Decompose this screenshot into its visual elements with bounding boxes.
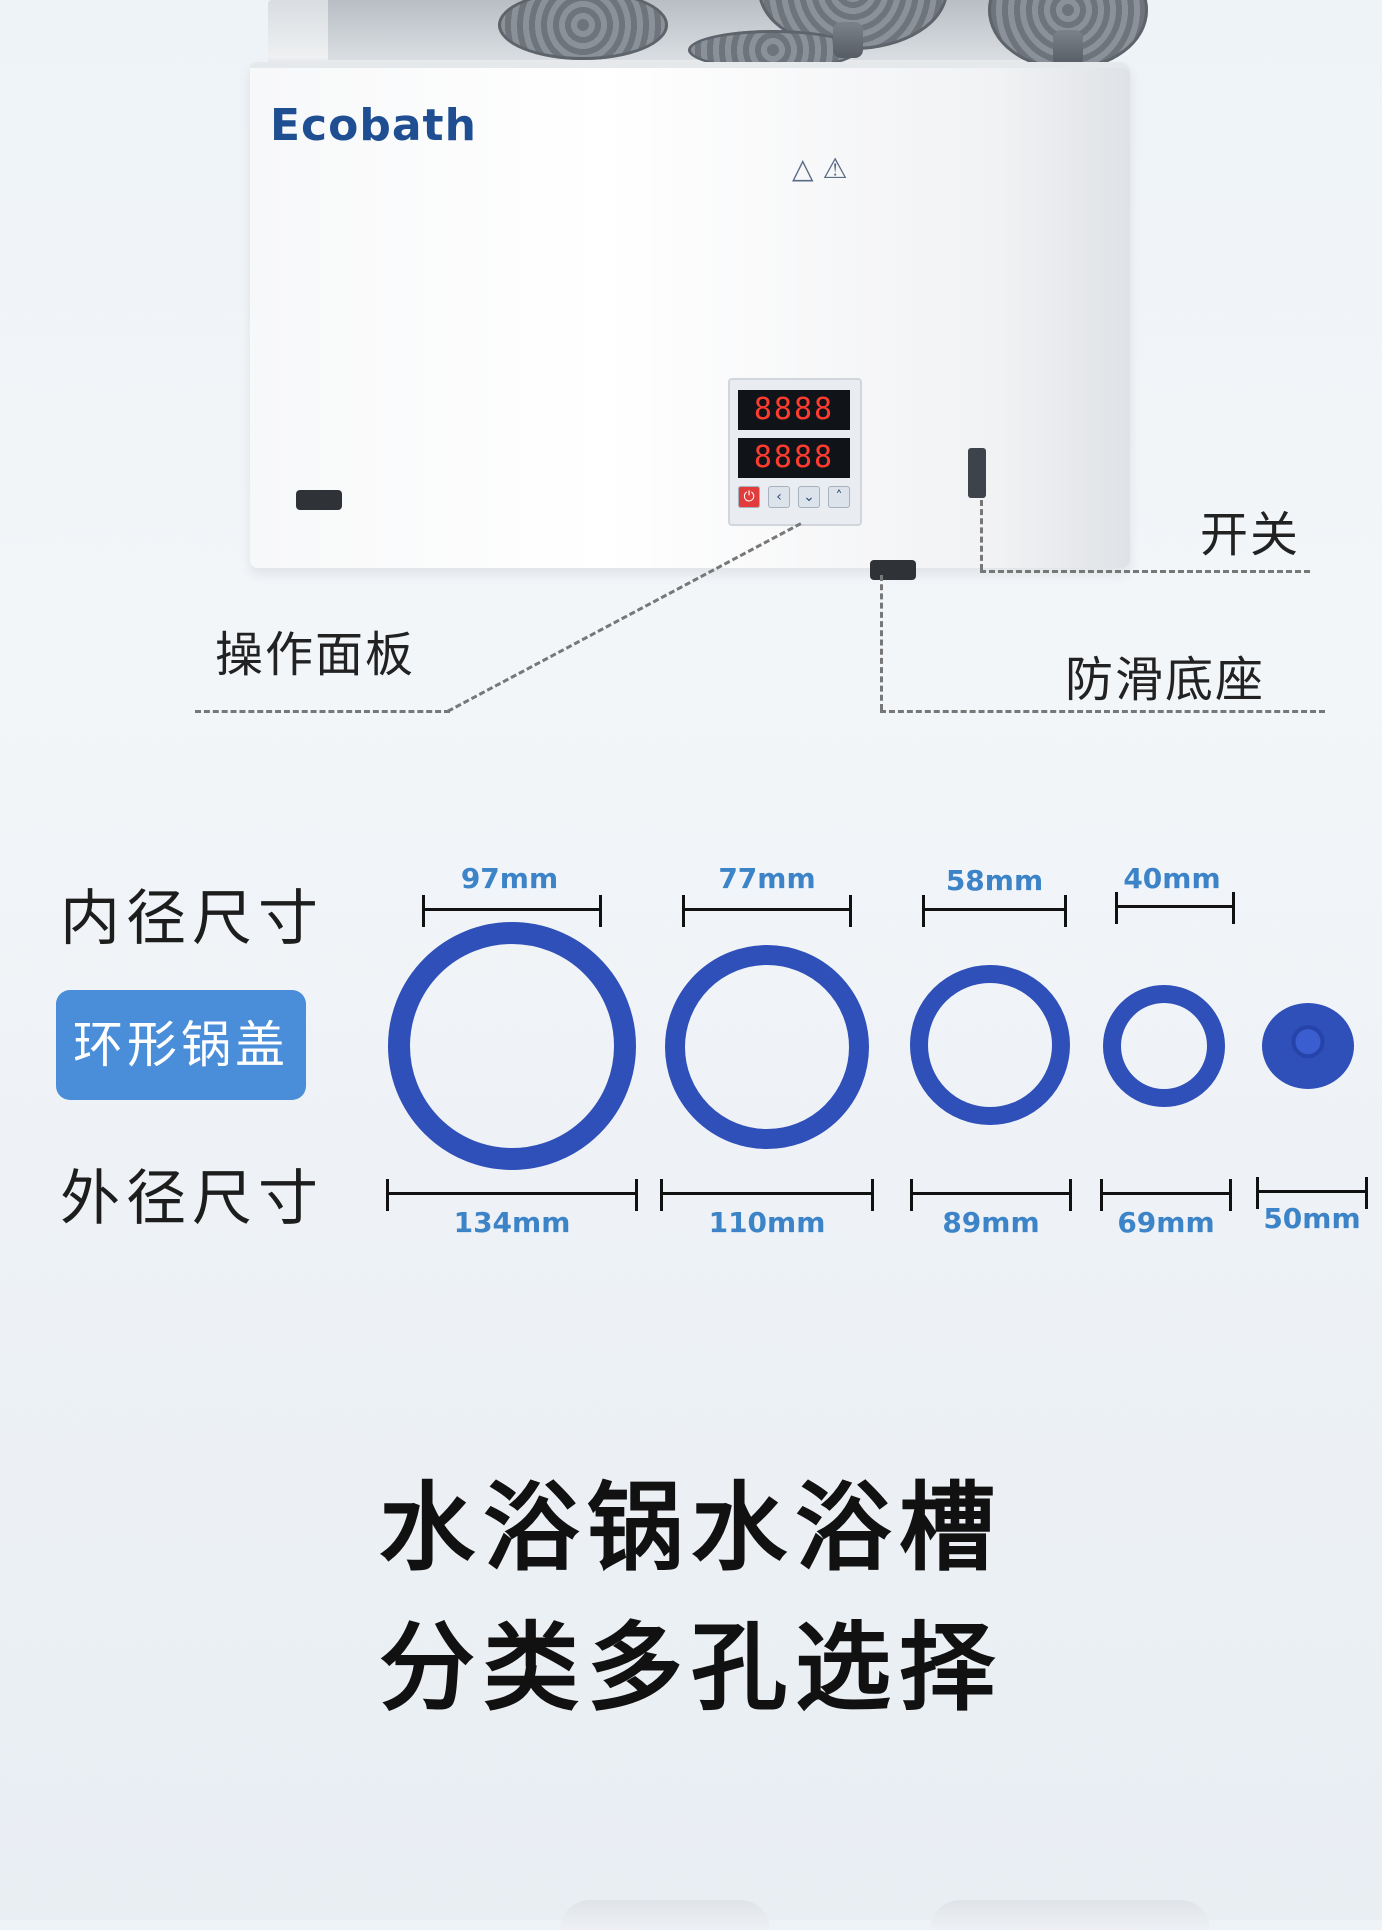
leader-line <box>980 500 983 570</box>
power-switch[interactable] <box>968 448 986 498</box>
inner-size-text: 97mm <box>460 862 559 895</box>
outer-size-text: 69mm <box>1117 1206 1215 1239</box>
down-arrow-button[interactable]: ⌄ <box>798 486 820 508</box>
lid-knob <box>833 22 863 58</box>
anti-slip-foot <box>296 490 342 510</box>
outer-size-text: 110mm <box>708 1206 826 1239</box>
leader-line <box>980 570 1310 573</box>
ring-lid-4 <box>1103 985 1225 1107</box>
display-bottom: 8888 <box>738 438 850 478</box>
up-arrow-button[interactable]: ˄ <box>828 486 850 508</box>
control-panel: 8888 8888 ⏻ ‹ ⌄ ˄ <box>728 378 862 526</box>
headline-line-1: 水浴锅水浴槽 <box>379 1472 1003 1584</box>
ring-lid-2 <box>665 945 869 1149</box>
hot-surface-icon: △ <box>792 152 814 185</box>
inner-dimension-bar <box>422 895 602 927</box>
left-arrow-button[interactable]: ‹ <box>768 486 790 508</box>
product-image-peek <box>560 1900 770 1930</box>
warning-icon: ⚠ <box>822 152 848 185</box>
inner-size-text: 58mm <box>945 864 1044 897</box>
leader-line <box>880 710 1325 713</box>
leader-line <box>195 710 450 713</box>
outer-dimension-bar <box>660 1179 874 1211</box>
outer-size-text: 50mm <box>1263 1202 1361 1235</box>
solid-lid-5 <box>1262 1003 1354 1089</box>
outer-size-text: 134mm <box>453 1206 571 1239</box>
callout-feet: 防滑底座 <box>1065 652 1266 708</box>
headline-line-2: 分类多孔选择 <box>379 1612 1003 1724</box>
lid-knob <box>1053 30 1083 66</box>
outer-diameter-label: 外径尺寸 <box>60 1164 324 1234</box>
water-bath-device <box>248 0 1148 580</box>
warning-icons: △ ⚠ <box>792 152 848 185</box>
callout-switch: 开关 <box>1200 507 1301 563</box>
power-button[interactable]: ⏻ <box>738 486 760 508</box>
outer-dimension-bar <box>1100 1179 1232 1211</box>
outer-size-text: 89mm <box>942 1206 1040 1239</box>
outer-dimension-bar <box>910 1179 1072 1211</box>
ring-lid-1 <box>388 922 636 1170</box>
leader-line <box>880 575 883 710</box>
ring-lid-coil <box>498 0 668 60</box>
ring-lid-badge: 环形锅盖 <box>56 990 306 1100</box>
inner-dimension-bar <box>922 895 1067 927</box>
callout-panel: 操作面板 <box>215 627 416 683</box>
inner-size-text: 77mm <box>718 862 816 895</box>
display-top: 8888 <box>738 390 850 430</box>
outer-dimension-bar <box>386 1179 638 1211</box>
outer-dimension-bar <box>1256 1177 1368 1209</box>
inner-dimension-bar <box>1115 892 1235 924</box>
ring-lid-3 <box>910 965 1070 1125</box>
brand-logo: Ecobath <box>270 100 477 151</box>
inner-size-text: 40mm <box>1123 862 1221 895</box>
inner-diameter-label: 内径尺寸 <box>60 884 324 954</box>
inner-dimension-bar <box>682 895 852 927</box>
anti-slip-foot <box>870 560 916 580</box>
product-image-peek <box>930 1900 1210 1930</box>
